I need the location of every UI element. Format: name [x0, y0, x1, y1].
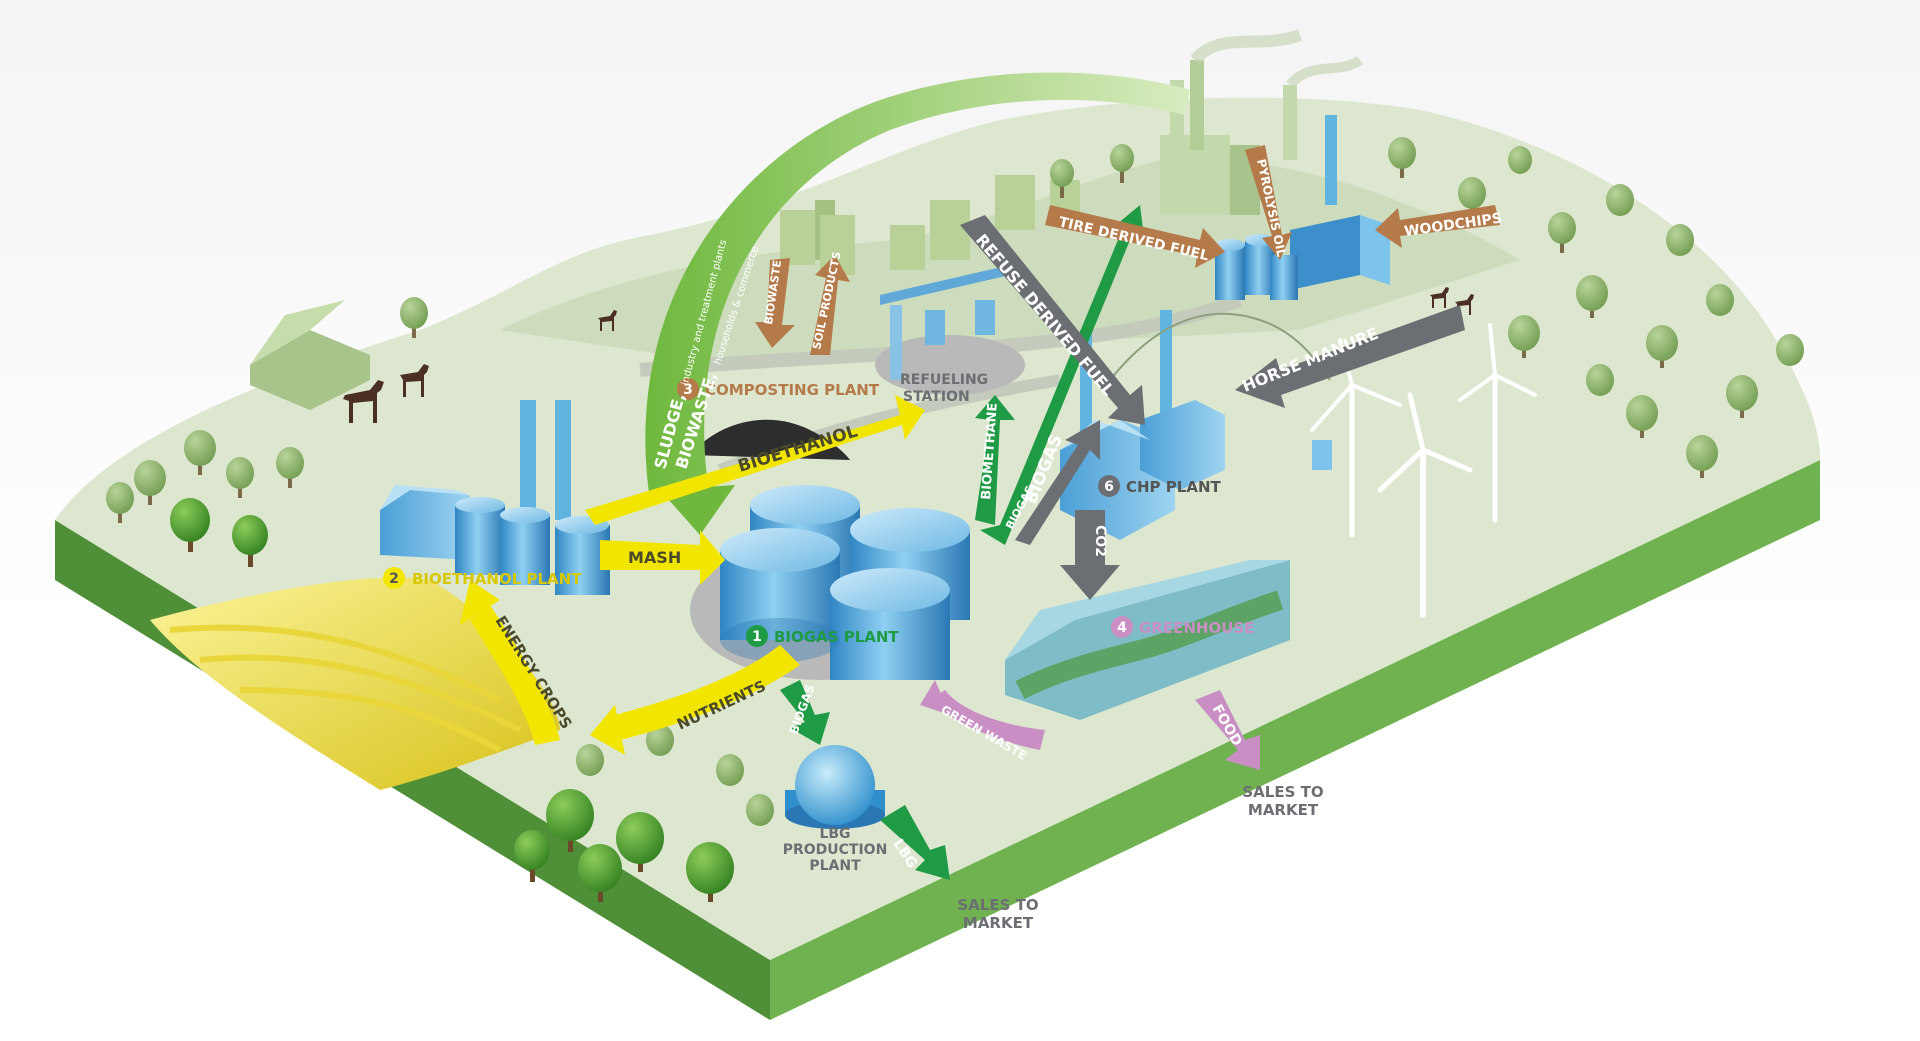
trees — [106, 137, 1804, 826]
chp-plant-number: 6 — [1104, 479, 1114, 495]
composting-plant-number: 3 — [683, 382, 693, 398]
greenhouse-building — [1005, 560, 1290, 720]
sales-bottom-line-1: SALES TO — [957, 896, 1038, 914]
mash-flow-label: MASH — [628, 548, 681, 567]
chp-plant-label: CHP PLANT — [1126, 478, 1221, 496]
transformer-box — [1312, 440, 1332, 470]
farmhouse — [250, 300, 370, 410]
bioethanol-plant-number: 2 — [389, 571, 399, 587]
biogas-plant-badge — [746, 625, 768, 647]
horse-icon — [343, 287, 1474, 423]
dark-trees — [170, 498, 734, 902]
lbg-plant-label-2: PRODUCTION — [783, 842, 888, 858]
co2-flow-label: CO2 — [1092, 525, 1108, 557]
biogas-tanks — [720, 485, 970, 680]
ground-edge-right — [770, 460, 1820, 1020]
lbg-plant-label-3: PLANT — [809, 858, 861, 874]
chp-plant-badge — [1098, 475, 1120, 497]
lbg-dome — [785, 745, 885, 829]
wind-turbines — [1310, 323, 1537, 618]
biogas-plant-label: BIOGAS PLANT — [774, 628, 899, 646]
refueling-station-building — [880, 265, 1010, 380]
biogas-plant-number: 1 — [752, 629, 762, 645]
greenhouse-badge — [1111, 616, 1133, 638]
greenhouse-number: 4 — [1117, 620, 1127, 636]
flow-arrows — [460, 145, 1500, 880]
lbg-plant-label-1: LBG — [819, 826, 850, 842]
greenhouse-label: GREENHOUSE — [1139, 619, 1254, 637]
sales-bottom-line-2: MARKET — [963, 914, 1034, 932]
refueling-station-label-1: REFUELING — [900, 372, 988, 388]
composting-plant-badge — [677, 378, 699, 400]
sales-right-line-1: SALES TO — [1242, 783, 1323, 801]
sales-right-line-2: MARKET — [1248, 801, 1319, 819]
power-lines — [1109, 312, 1331, 381]
biomethane-flow-label: BIOMETHANE — [979, 402, 1001, 500]
refueling-station-label-2: STATION — [903, 389, 970, 405]
bioethanol-plant-label: BIOETHANOL PLANT — [412, 570, 582, 588]
energy-crop-field — [150, 577, 560, 790]
sludge-arc-arrow — [645, 72, 1190, 500]
composting-plant-label: COMPOSTING PLANT — [705, 381, 880, 399]
refuel-plaza — [875, 335, 1025, 395]
bioethanol-plant-badge — [383, 567, 405, 589]
